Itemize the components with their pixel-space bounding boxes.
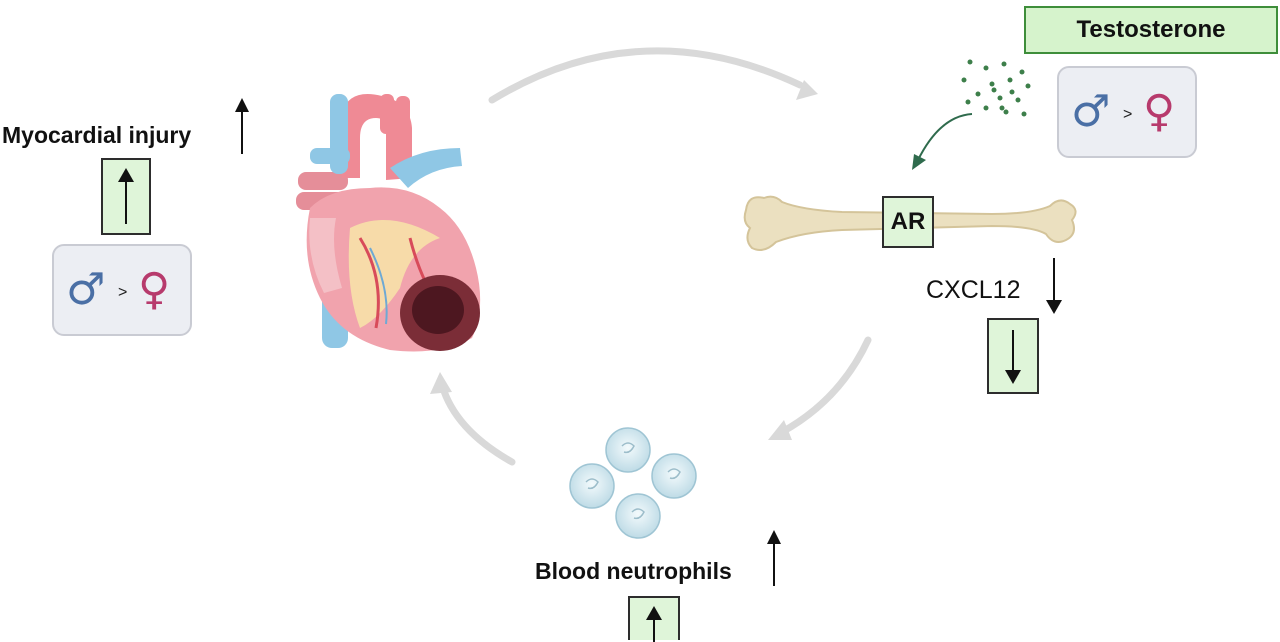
male-symbol-icon: ♂ (1071, 86, 1111, 137)
testosterone-particles (912, 59, 1031, 170)
myocardial-injury-label: Myocardial injury (2, 122, 192, 148)
curved-arrow-icon (917, 113, 973, 161)
sex-comparison-box-right: ♂ > ♀ (1057, 66, 1197, 158)
up-arrow-icon (646, 606, 662, 642)
female-symbol-icon: ♀ (1143, 86, 1176, 137)
male-symbol-icon: ♂ (66, 264, 106, 315)
down-arrow-icon (1046, 258, 1062, 314)
cxcl12-decrease-box (987, 318, 1039, 394)
up-arrow-icon (118, 168, 134, 224)
testosterone-box: Testosterone (1024, 6, 1278, 54)
testosterone-label: Testosterone (1076, 16, 1226, 43)
cycle-arrow-heart-to-bone (488, 47, 804, 104)
neutrophils-increase-box (628, 596, 680, 642)
sex-comparison-box-left: ♂ > ♀ (52, 244, 192, 336)
ar-receptor-box: AR (882, 196, 934, 248)
neutrophil-cells (569, 427, 697, 539)
down-arrow-icon (1005, 330, 1021, 384)
injury-increase-box (101, 158, 151, 235)
heart-illustration (296, 94, 481, 352)
arrowhead-right (768, 420, 792, 440)
arrowhead-top (796, 80, 818, 100)
greater-than-symbol: > (118, 284, 128, 301)
cxcl12-label: CXCL12 (926, 276, 1021, 304)
arrowhead-left (430, 372, 452, 394)
neutrophil-cell-icon (569, 427, 697, 539)
up-arrow-icon (235, 98, 249, 154)
cycle-arrow-bone-to-neutrophils (778, 336, 872, 436)
cycle-arrow-neutrophils-to-heart (438, 381, 516, 466)
greater-than-symbol: > (1123, 106, 1133, 123)
up-arrow-icon (767, 530, 781, 586)
blood-neutrophils-label: Blood neutrophils (535, 558, 732, 584)
ar-receptor-label: AR (890, 208, 926, 235)
female-symbol-icon: ♀ (138, 264, 171, 315)
